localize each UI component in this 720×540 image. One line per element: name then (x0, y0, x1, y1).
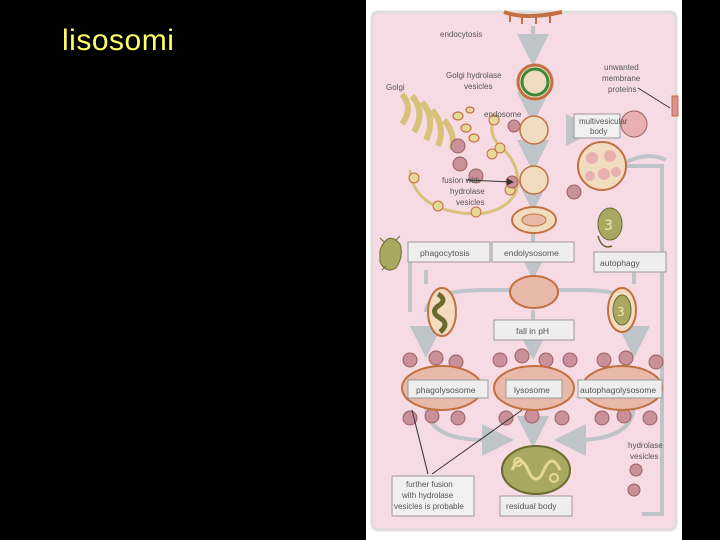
phagolysosome-label: phagolysosome (416, 385, 476, 395)
vesicle-near-membrane-icon (620, 110, 648, 138)
fall-ph-label: fall in pH (516, 326, 549, 336)
further-fusion-label-2: with hydrolase (401, 491, 454, 500)
further-fusion-leaders (411, 409, 523, 475)
mitochondrion-icon: 3 (597, 207, 623, 248)
endocytosis-label: endocytosis (440, 30, 482, 39)
further-fusion-label-3: vesicles is probable (394, 502, 464, 511)
mvb-label-1: multivesicular (579, 117, 628, 126)
phagosome-icon (427, 287, 457, 337)
lysosome-pathway-diagram: endocytosis Golgi Golgi hydrolase vesicl… (366, 0, 682, 540)
phagocytosis-label: phagocytosis (420, 248, 470, 258)
lysosome-vesicles-small-icon (450, 119, 521, 189)
endosome-label: endosome (484, 110, 522, 119)
endolysosome-label: endolysosome (504, 248, 559, 258)
lysosome-icon (509, 275, 559, 309)
residual-body-icon (501, 445, 571, 495)
golgi-apparatus-icon (399, 92, 480, 151)
mvb-label-2: body (590, 127, 607, 136)
fusion-label-3: vesicles (456, 198, 484, 207)
unwanted-label-2: membrane (602, 74, 641, 83)
hydrolase-vesicles-right-icon (627, 463, 643, 497)
autophagy-label: autophagy (600, 258, 640, 268)
plasma-membrane-icon (503, 10, 563, 24)
endosome-icon (511, 115, 557, 234)
bacterium-icon (379, 235, 402, 271)
fusion-label-1: fusion with (442, 176, 480, 185)
fusion-label-2: hydrolase (450, 187, 485, 196)
golgi-label: Golgi (386, 83, 405, 92)
autophagosome-icon: 3 (607, 287, 637, 333)
hydrolase-vesicles-label-1: hydrolase (628, 441, 663, 450)
lysosome-label: lysosome (514, 385, 550, 395)
unwanted-label-3: proteins (608, 85, 636, 94)
residual-body-label: residual body (506, 501, 557, 511)
multivesicular-body-icon (566, 141, 627, 200)
slide-title: lisosomi (62, 24, 175, 57)
autophagolysosome-label: autophagolysosome (580, 385, 656, 395)
golgi-hydrolase-label-1: Golgi hydrolase (446, 71, 502, 80)
golgi-hydrolase-label-2: vesicles (464, 82, 492, 91)
membrane-proteins-icon (671, 95, 679, 117)
hydrolase-vesicles-label-2: vesicles (630, 452, 658, 461)
coated-vesicle-icon (516, 63, 554, 101)
svg-text:3: 3 (617, 305, 625, 319)
svg-text:3: 3 (604, 218, 613, 234)
unwanted-label-1: unwanted (604, 63, 639, 72)
further-fusion-label-1: further fusion (406, 480, 453, 489)
